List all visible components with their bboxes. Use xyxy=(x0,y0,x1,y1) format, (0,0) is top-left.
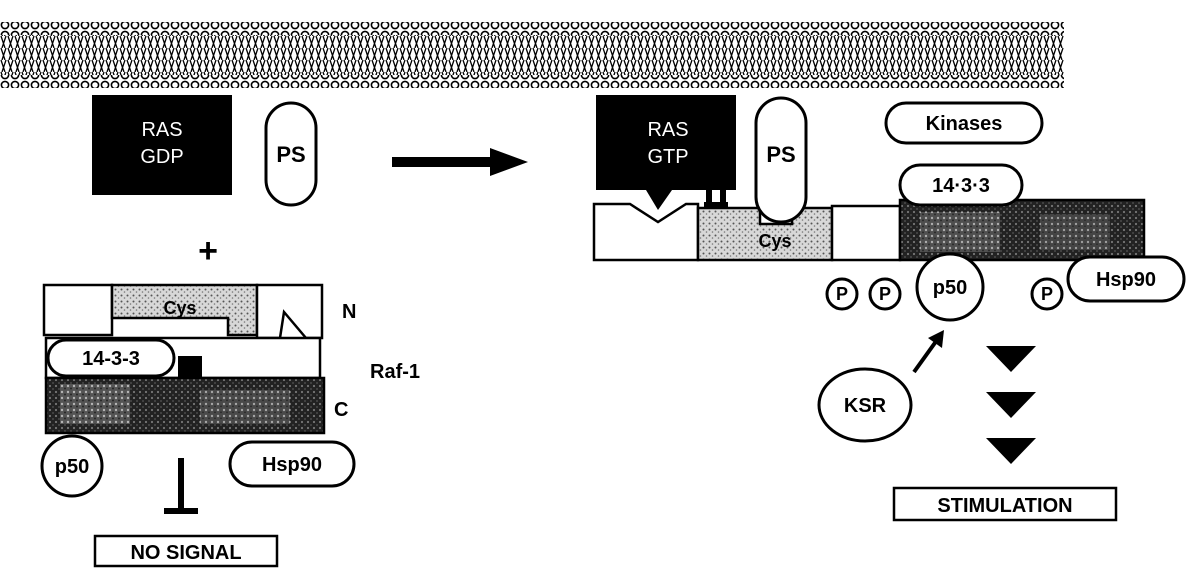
ksr-oval: KSR xyxy=(819,369,911,441)
protein-14-3-3-right-label: 14·3·3 xyxy=(932,175,990,197)
ps-oval-right: PS xyxy=(756,98,806,222)
p50-right: p50 xyxy=(917,254,983,320)
n-terminus-label: N xyxy=(342,301,356,323)
ps-label-left: PS xyxy=(276,142,305,167)
kinases-oval: Kinases xyxy=(886,103,1042,143)
phospho-site-2: P xyxy=(870,279,900,309)
phospho-label-3: P xyxy=(1041,284,1053,304)
phospho-site-3: P xyxy=(1032,279,1062,309)
ras-gdp-box: RAS GDP xyxy=(92,95,232,195)
raf1-inactive-complex: Cys N C Raf-1 14-3-3 p50 Hsp90 xyxy=(42,285,420,496)
phospho-site-1: P xyxy=(827,279,857,309)
phospho-label-2: P xyxy=(879,284,891,304)
cell-membrane xyxy=(0,22,1064,88)
hsp90-right-label: Hsp90 xyxy=(1096,269,1156,291)
cys-label-right: Cys xyxy=(758,231,791,251)
ksr-to-p50-arrow xyxy=(914,330,944,372)
cascade-arrow-2 xyxy=(986,392,1036,418)
inhibition-symbol xyxy=(164,458,198,511)
hsp90-left: Hsp90 xyxy=(230,442,354,486)
left-panel: RAS GDP PS + Cys N C Raf-1 14-3-3 xyxy=(42,95,420,566)
no-signal-label: NO SIGNAL xyxy=(130,542,241,564)
raf1-label: Raf-1 xyxy=(370,361,420,383)
ksr-label: KSR xyxy=(844,395,887,417)
phospho-label-1: P xyxy=(836,284,848,304)
ras-gtp-label-line2: GTP xyxy=(647,146,688,168)
cascade-arrow-1 xyxy=(986,346,1036,372)
ps-label-right: PS xyxy=(766,142,795,167)
stimulation-box: STIMULATION xyxy=(894,488,1116,520)
cascade-arrow-3 xyxy=(986,438,1036,464)
ras-gdp-label-line1: RAS xyxy=(141,119,182,141)
protein-14-3-3-left: 14-3-3 xyxy=(48,340,174,376)
protein-14-3-3-left-label: 14-3-3 xyxy=(82,348,140,370)
plus-sign: + xyxy=(198,232,218,270)
p50-right-label: p50 xyxy=(933,277,967,299)
c-terminus-label: C xyxy=(334,399,348,421)
ras-gdp-label-line2: GDP xyxy=(140,146,183,168)
kinases-label: Kinases xyxy=(926,113,1003,135)
no-signal-box: NO SIGNAL xyxy=(95,536,277,566)
raf1-active-complex: Cys xyxy=(594,186,1144,260)
hsp90-right: Hsp90 xyxy=(1068,257,1184,301)
right-panel: RAS GTP Cys PS Kinases 14·3·3 xyxy=(594,95,1184,520)
protein-14-3-3-right: 14·3·3 xyxy=(900,165,1022,205)
ras-gtp-label-line1: RAS xyxy=(647,119,688,141)
p50-left-label: p50 xyxy=(55,456,89,478)
hsp90-left-label: Hsp90 xyxy=(262,454,322,476)
signal-cascade-arrows xyxy=(986,346,1036,464)
p50-left: p50 xyxy=(42,436,102,496)
ras-gtp-box: RAS GTP xyxy=(596,95,736,210)
ps-oval-left: PS xyxy=(266,103,316,205)
stimulation-label: STIMULATION xyxy=(937,495,1072,517)
activation-arrow xyxy=(392,148,528,176)
cys-label-left: Cys xyxy=(163,298,196,318)
